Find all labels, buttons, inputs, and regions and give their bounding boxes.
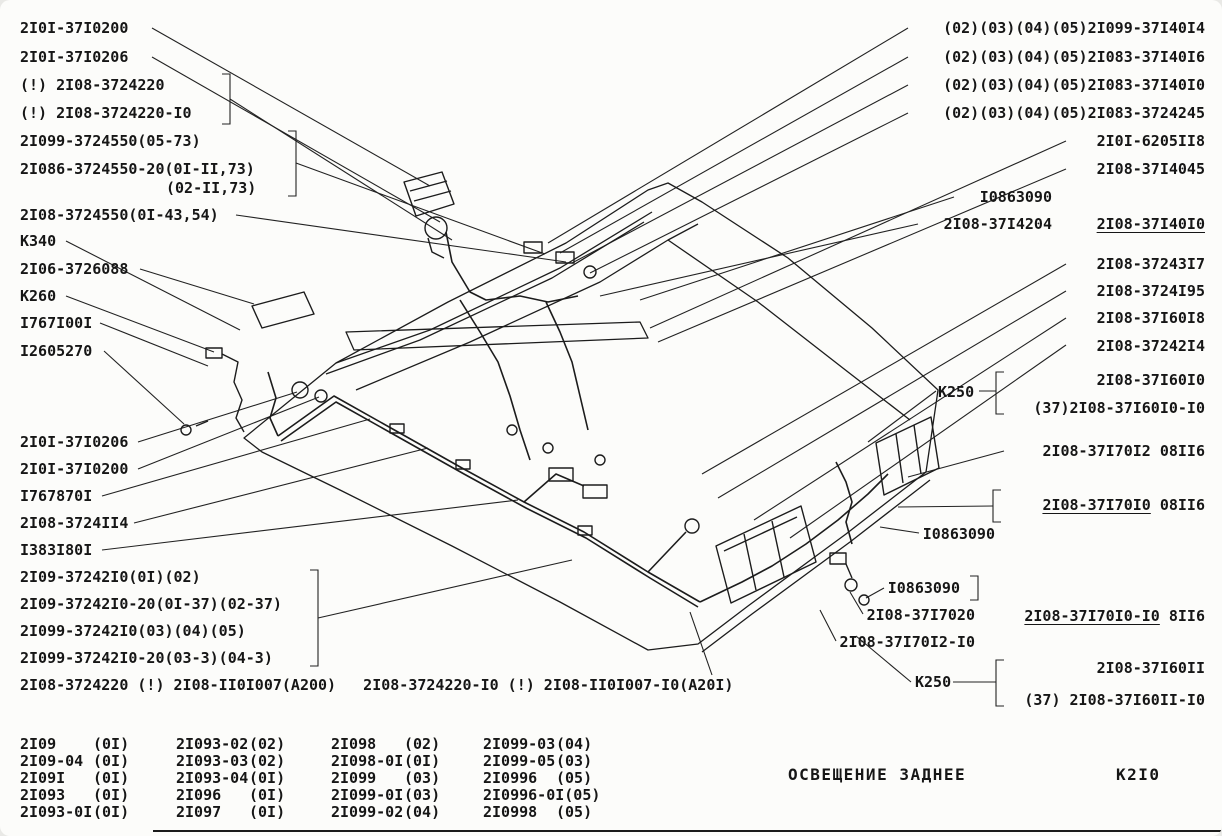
part-label: 2I09-37242I0(0I)(02) xyxy=(20,568,201,586)
part-label: 2I08-37I7020 xyxy=(866,606,975,624)
table-cell: 2I09(0I) xyxy=(20,735,130,753)
table-cell: 2I0996-0I(05) xyxy=(483,786,601,804)
part-label: 2I08-37I70I2-I0 xyxy=(839,633,975,651)
part-label: 2I0I-37I0200 xyxy=(20,460,129,478)
table-cell: 2I09I(0I) xyxy=(20,769,130,787)
part-label: 2I0I-37I0206 xyxy=(20,48,129,66)
table-cell: 2I0996(05) xyxy=(483,769,593,787)
table-cell: 2I099(03) xyxy=(331,769,441,787)
part-label: 2I08-37242I4 xyxy=(1096,337,1205,355)
underlined-part-number: 2I08-37I70I0-I0 xyxy=(1024,607,1160,625)
part-label: 2I08-37243I7 xyxy=(1096,255,1205,273)
part-label: (!) 2I08-3724220-I0 xyxy=(20,104,192,122)
part-label: I767870I xyxy=(20,487,93,505)
table-cell: 2I096(0I) xyxy=(176,786,286,804)
part-label: I0863090 xyxy=(979,188,1052,206)
part-label: 2I099-3724550(05-73) xyxy=(20,132,201,150)
part-label: I767I00I xyxy=(20,314,93,332)
table-cell: 2I099-05(03) xyxy=(483,752,593,770)
part-label: 2I08-37I4204 xyxy=(943,215,1052,233)
part-label-underlined: 2I08-37I70I0-I0 8II6 xyxy=(1024,608,1205,624)
table-cell: 2I093-0I(0I) xyxy=(20,803,130,821)
table-cell: 2I097(0I) xyxy=(176,803,286,821)
part-label: 2I08-3724II4 xyxy=(20,514,129,532)
part-label: (37) 2I08-37I60II-I0 xyxy=(1024,691,1205,709)
part-label: 2I08-3724I95 xyxy=(1096,282,1205,300)
underlined-part-number: 2I08-37I70I0 xyxy=(1042,496,1151,514)
part-label: К260 xyxy=(20,287,57,305)
part-label: 2I08-37I4045 xyxy=(1096,160,1205,178)
part-label: (37)2I08-37I60I0-I0 xyxy=(1033,399,1205,417)
part-label: I0863090 xyxy=(887,579,960,597)
table-cell: 2I093-02(02) xyxy=(176,735,286,753)
part-label: 2I08-3724220 (!) 2I08-II0I007(А200) 2I08… xyxy=(20,676,734,694)
part-label: (02-II,73) xyxy=(166,179,257,197)
table-cell: 2I098(02) xyxy=(331,735,441,753)
part-label: (02)(03)(04)(05)2I083-37I40I0 xyxy=(943,76,1205,94)
part-label: (02)(03)(04)(05)2I083-3724245 xyxy=(943,104,1205,122)
table-cell: 2I099-0I(03) xyxy=(331,786,441,804)
part-suffix: 08II6 xyxy=(1150,496,1205,514)
part-label: К250 xyxy=(938,383,975,401)
part-label: (!) 2I08-3724220 xyxy=(20,76,165,94)
table-cell: 2I093(0I) xyxy=(20,786,130,804)
table-cell: 2I099-02(04) xyxy=(331,803,441,821)
bottom-rule xyxy=(153,830,1222,832)
table-cell: 2I0998(05) xyxy=(483,803,593,821)
part-label: 2I0I-37I0200 xyxy=(20,19,129,37)
part-label: (02)(03)(04)(05)2I099-37I40I4 xyxy=(943,19,1205,37)
part-label: 2I08-3724550(0I-43,54) xyxy=(20,206,219,224)
models-table: 2I09(0I) 2I093-02(02) 2I098(02) 2I099-03… xyxy=(20,736,673,821)
part-label: 2I08-37I60I8 xyxy=(1096,309,1205,327)
lamp-and-connector-parts xyxy=(180,171,940,606)
table-cell: 2I099-03(04) xyxy=(483,735,593,753)
table-cell: 2I098-0I(0I) xyxy=(331,752,441,770)
wiring-harness xyxy=(267,231,889,608)
part-label: I0863090 xyxy=(922,525,995,543)
part-label-underlined: 2I08-37I70I0 08II6 xyxy=(1042,497,1205,513)
part-label-underlined: 2I08-37I40I0 xyxy=(1097,216,1205,232)
section-title: ОСВЕЩЕНИЕ ЗАДНЕЕ xyxy=(788,765,967,784)
part-label: К250 xyxy=(915,673,952,691)
table-cell: 2I093-04(0I) xyxy=(176,769,286,787)
part-label: I383I80I xyxy=(20,541,93,559)
part-label: К340 xyxy=(20,232,57,250)
part-label: 2I08-37I70I2 08II6 xyxy=(1042,442,1205,460)
part-label: 2I099-37242I0-20(03-3)(04-3) xyxy=(20,649,273,667)
part-label: 2I0I-37I0206 xyxy=(20,433,129,451)
table-cell: 2I09-04(0I) xyxy=(20,752,130,770)
part-label: (02)(03)(04)(05)2I083-37I40I6 xyxy=(943,48,1205,66)
part-label: I2605270 xyxy=(20,342,93,360)
part-label: 2I08-37I60I0 xyxy=(1096,371,1205,389)
part-label: 2I06-3726088 xyxy=(20,260,129,278)
part-suffix: 8II6 xyxy=(1159,607,1205,625)
part-label: 2I099-37242I0(03)(04)(05) xyxy=(20,622,246,640)
sheet-code: К2I0 xyxy=(1116,765,1161,784)
part-label: 2I09-37242I0-20(0I-37)(02-37) xyxy=(20,595,282,613)
part-label: 2I08-37I60II xyxy=(1096,659,1205,677)
underlined-part-number: 2I08-37I40I0 xyxy=(1096,215,1205,233)
table-cell: 2I093-03(02) xyxy=(176,752,286,770)
part-label: 2I086-3724550-20(0I-II,73) xyxy=(20,160,255,178)
leader-lines xyxy=(65,27,1067,707)
part-label: 2I0I-6205II8 xyxy=(1096,132,1205,150)
